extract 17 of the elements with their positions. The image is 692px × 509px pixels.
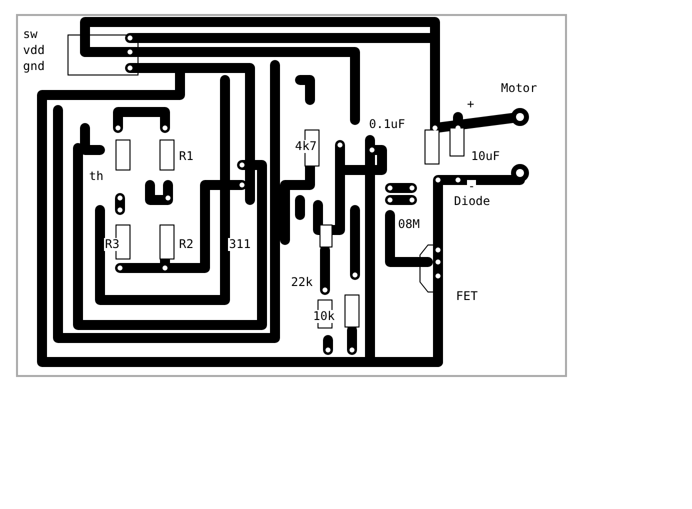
pin-label: sw [22, 28, 38, 41]
component-label: 22k [290, 276, 314, 289]
component-label: th [88, 170, 104, 183]
component-label: 10k [312, 310, 336, 323]
component-label: R1 [178, 150, 194, 163]
connection-label: Diode [453, 195, 492, 208]
component-label: R2 [178, 238, 194, 251]
pin-label: gnd [22, 60, 46, 73]
connection-label: Motor [500, 82, 538, 95]
pin-label: vdd [22, 44, 46, 57]
component-label: R3 [104, 238, 120, 251]
component-label: 08M [397, 218, 421, 231]
component-label: 311 [228, 238, 252, 251]
component-label: 0.1uF [368, 118, 406, 131]
component-label: 4k7 [294, 140, 318, 153]
component-label: FET [455, 290, 479, 303]
component-label: 10uF [470, 150, 501, 163]
